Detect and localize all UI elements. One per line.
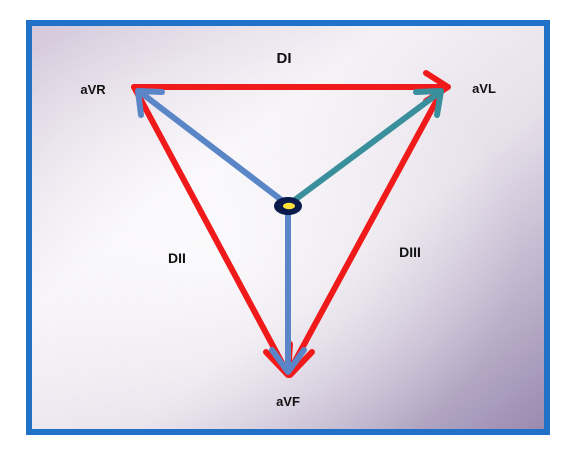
avr-axis-line	[137, 89, 291, 208]
label-d3: DIII	[399, 244, 421, 260]
label-avr: aVR	[80, 82, 106, 97]
center-marker-dot	[283, 202, 295, 210]
augmented-axes	[135, 88, 444, 375]
lead-d2-line	[131, 84, 291, 377]
avl-axis-arrowhead	[413, 88, 444, 118]
lead-d3-line	[285, 84, 447, 377]
label-d1: DI	[277, 50, 292, 67]
avf-axis-arrowhead	[269, 347, 307, 375]
label-avf: aVF	[276, 394, 300, 409]
avr-axis-arrowhead	[135, 88, 165, 118]
avl-axis-line	[285, 89, 443, 208]
label-avl: aVL	[472, 81, 496, 96]
label-d2: DII	[168, 250, 186, 266]
